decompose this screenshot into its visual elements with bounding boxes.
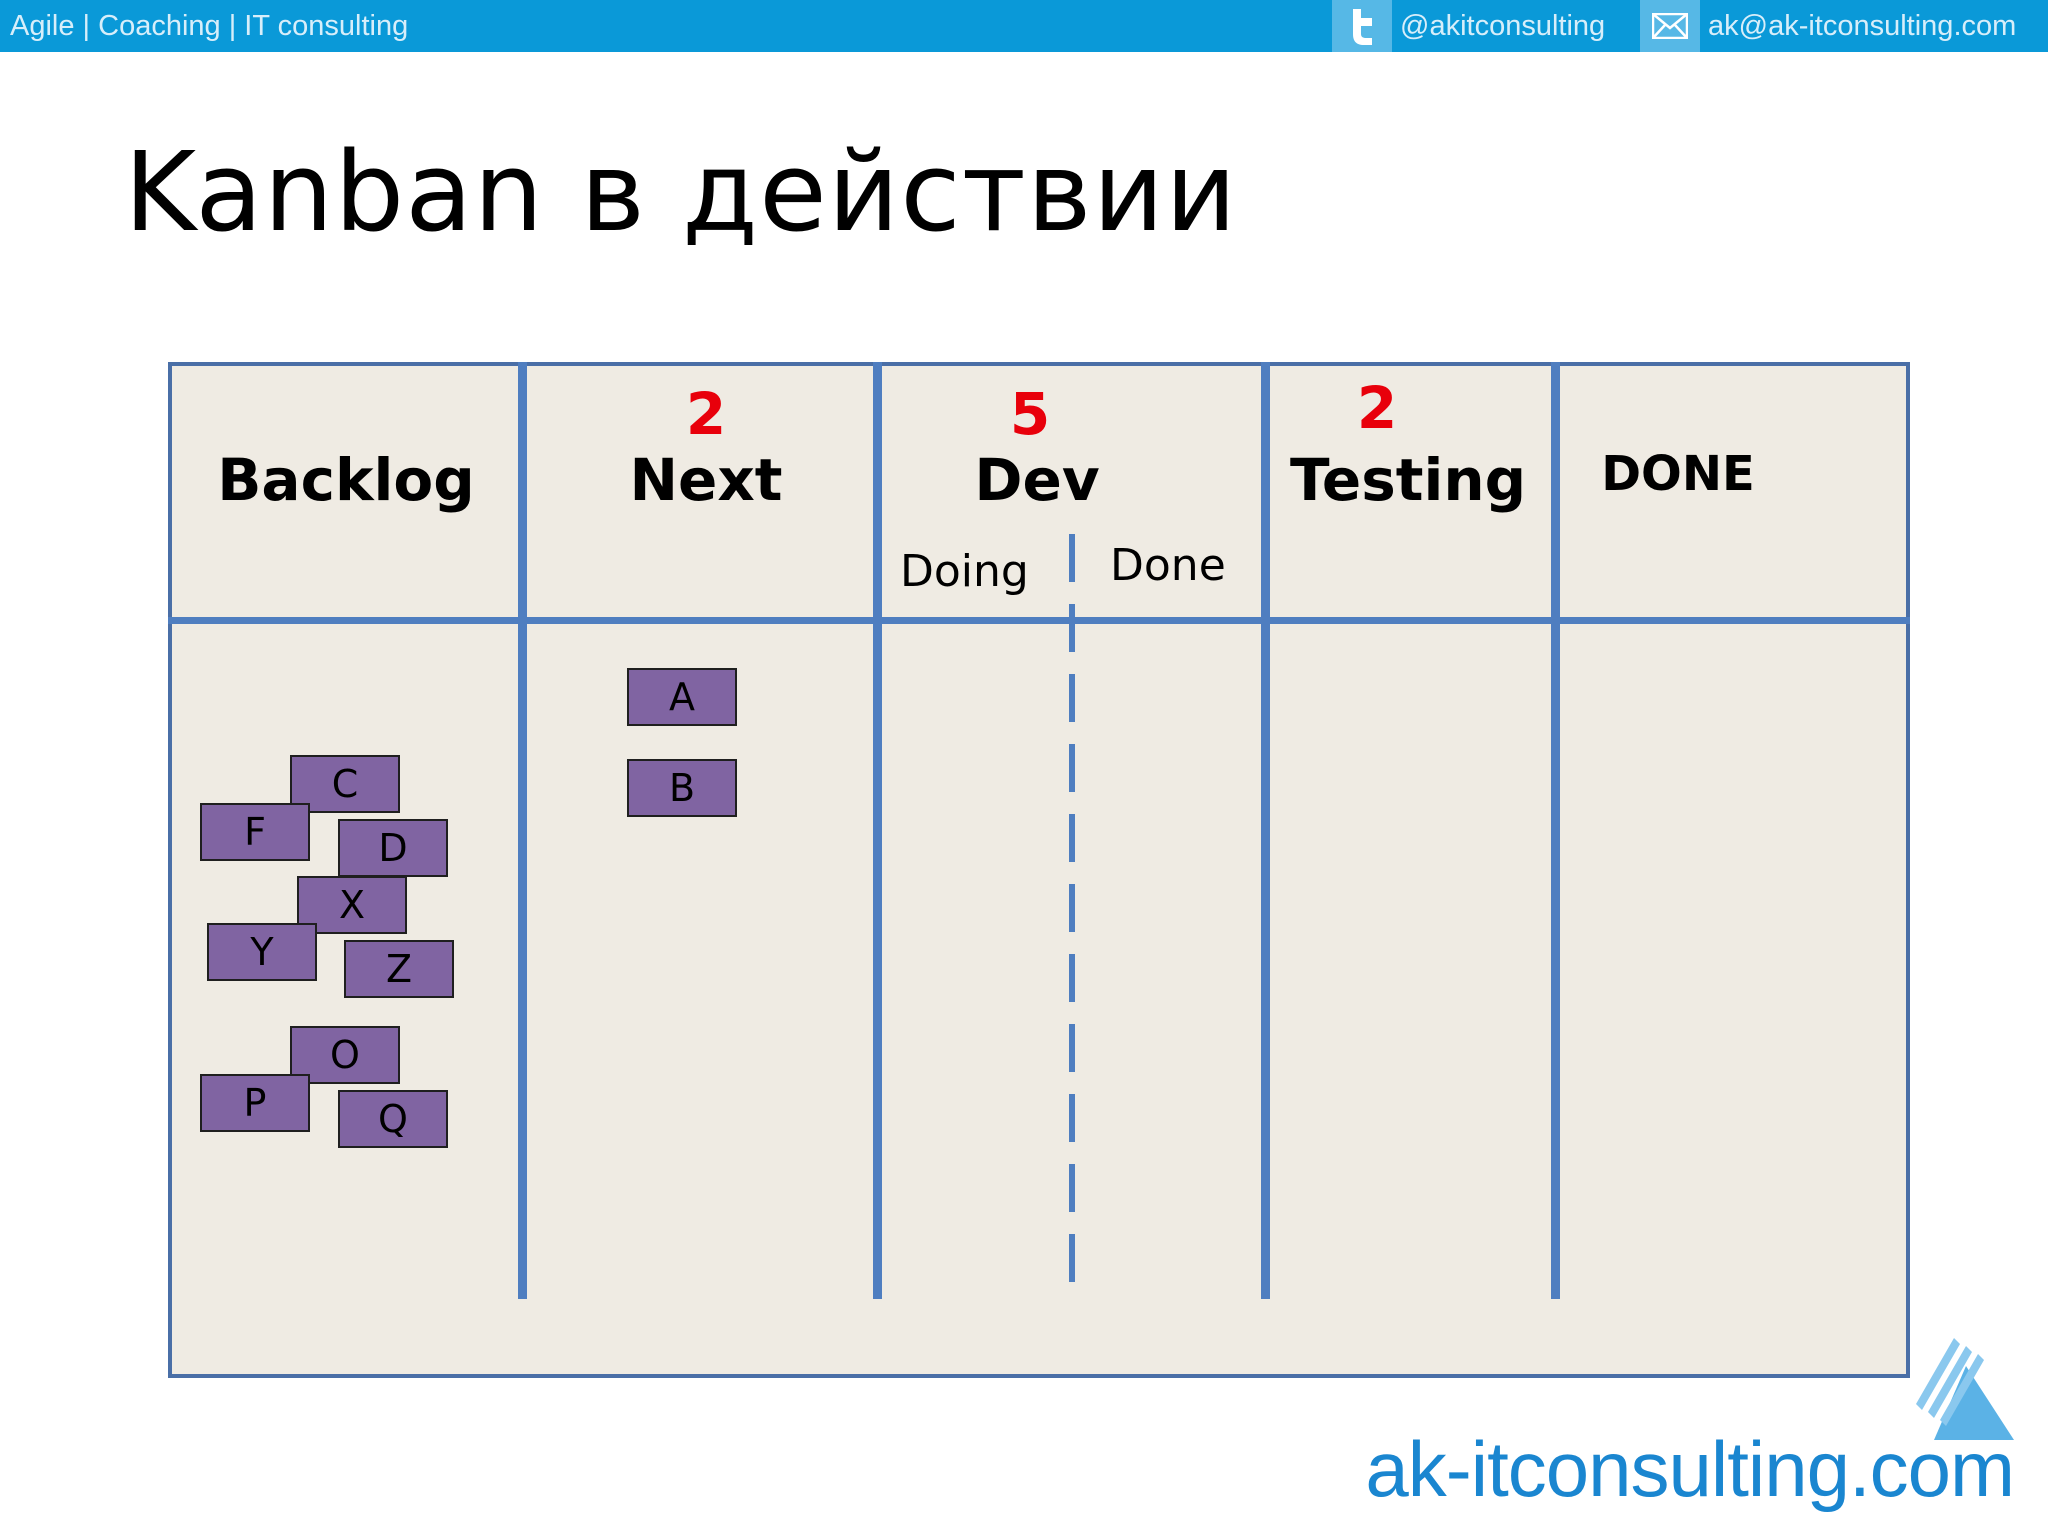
column-divider-dev-testing — [1261, 362, 1270, 1299]
slide-title: Kanban в действии — [124, 128, 1238, 256]
logo-wordmark[interactable]: ak-itconsulting.com — [1365, 1425, 2015, 1513]
header-divider — [168, 617, 1910, 624]
column-divider-backlog-next — [518, 362, 527, 1299]
column-divider-testing-done — [1551, 362, 1560, 1299]
card-z[interactable]: Z — [344, 940, 454, 998]
dev-subcolumn-divider — [1069, 534, 1075, 1284]
column-header-dev: Dev — [974, 446, 1100, 514]
card-d[interactable]: D — [338, 819, 448, 877]
mail-icon — [1640, 0, 1700, 52]
card-q[interactable]: Q — [338, 1090, 448, 1148]
twitter-icon — [1332, 0, 1392, 52]
subcolumn-doing: Doing — [900, 546, 1029, 597]
card-c[interactable]: C — [290, 755, 400, 813]
column-header-next: Next — [629, 446, 783, 514]
header-bar: Agile | Coaching | IT consulting @akitco… — [0, 0, 2048, 52]
twitter-handle[interactable]: @akitconsulting — [1400, 9, 1606, 42]
header-tagline: Agile | Coaching | IT consulting — [10, 10, 409, 42]
card-f[interactable]: F — [200, 803, 310, 861]
card-p[interactable]: P — [200, 1074, 310, 1132]
wip-limit-dev: 5 — [1009, 380, 1051, 448]
subcolumn-done: Done — [1110, 540, 1226, 591]
card-a[interactable]: A — [627, 668, 737, 726]
column-header-backlog: Backlog — [217, 446, 475, 514]
column-header-testing: Testing — [1290, 446, 1527, 514]
email-address[interactable]: ak@ak-itconsulting.com — [1708, 9, 2017, 42]
twitter-contact[interactable]: @akitconsulting — [1332, 0, 1605, 52]
logo-icon — [1904, 1336, 2014, 1445]
wip-limit-next: 2 — [685, 380, 727, 448]
column-header-done: DONE — [1601, 446, 1755, 502]
card-b[interactable]: B — [627, 759, 737, 817]
wip-limit-testing: 2 — [1356, 374, 1398, 442]
email-contact[interactable]: ak@ak-itconsulting.com — [1640, 0, 2016, 52]
column-divider-next-dev — [873, 362, 882, 1299]
card-y[interactable]: Y — [207, 923, 317, 981]
kanban-board — [168, 362, 1910, 1378]
